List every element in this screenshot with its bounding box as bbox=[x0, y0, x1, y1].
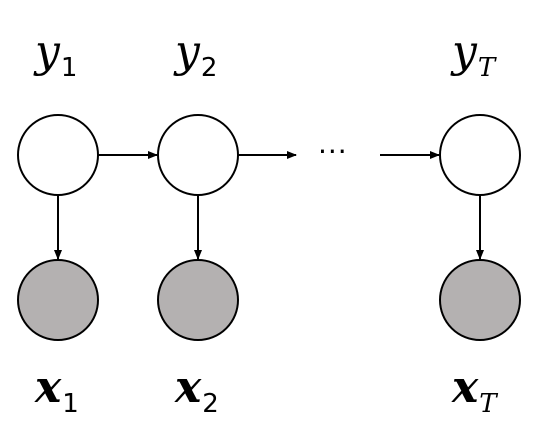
hidden-label-2-main: y bbox=[175, 26, 200, 77]
observed-node-2 bbox=[157, 259, 239, 341]
hidden-label-1-sub: 1 bbox=[60, 53, 78, 83]
observed-node-t bbox=[439, 259, 521, 341]
observed-label-t-sub: T bbox=[479, 389, 497, 419]
observed-label-2-sub: 2 bbox=[202, 389, 219, 419]
observed-label-2-main: x bbox=[175, 362, 202, 413]
observed-label-t-main: x bbox=[452, 362, 479, 413]
hidden-label-2-sub: 2 bbox=[200, 53, 218, 83]
hidden-node-1 bbox=[17, 114, 99, 196]
hidden-label-1: y1 bbox=[35, 30, 77, 82]
hidden-node-2 bbox=[157, 114, 239, 196]
observed-label-t: xT bbox=[452, 366, 497, 418]
observed-node-1 bbox=[17, 259, 99, 341]
hidden-label-t-sub: T bbox=[477, 53, 496, 83]
hidden-node-t bbox=[439, 114, 521, 196]
observed-label-1: x1 bbox=[35, 366, 79, 418]
ellipsis: ··· bbox=[318, 135, 348, 168]
hidden-label-1-main: y bbox=[35, 26, 60, 77]
observed-label-1-main: x bbox=[35, 362, 62, 413]
hidden-label-t-main: y bbox=[452, 26, 477, 77]
hidden-label-2: y2 bbox=[175, 30, 217, 82]
observed-label-1-sub: 1 bbox=[62, 389, 79, 419]
observed-label-2: x2 bbox=[175, 366, 219, 418]
hidden-label-t: yT bbox=[452, 30, 495, 82]
